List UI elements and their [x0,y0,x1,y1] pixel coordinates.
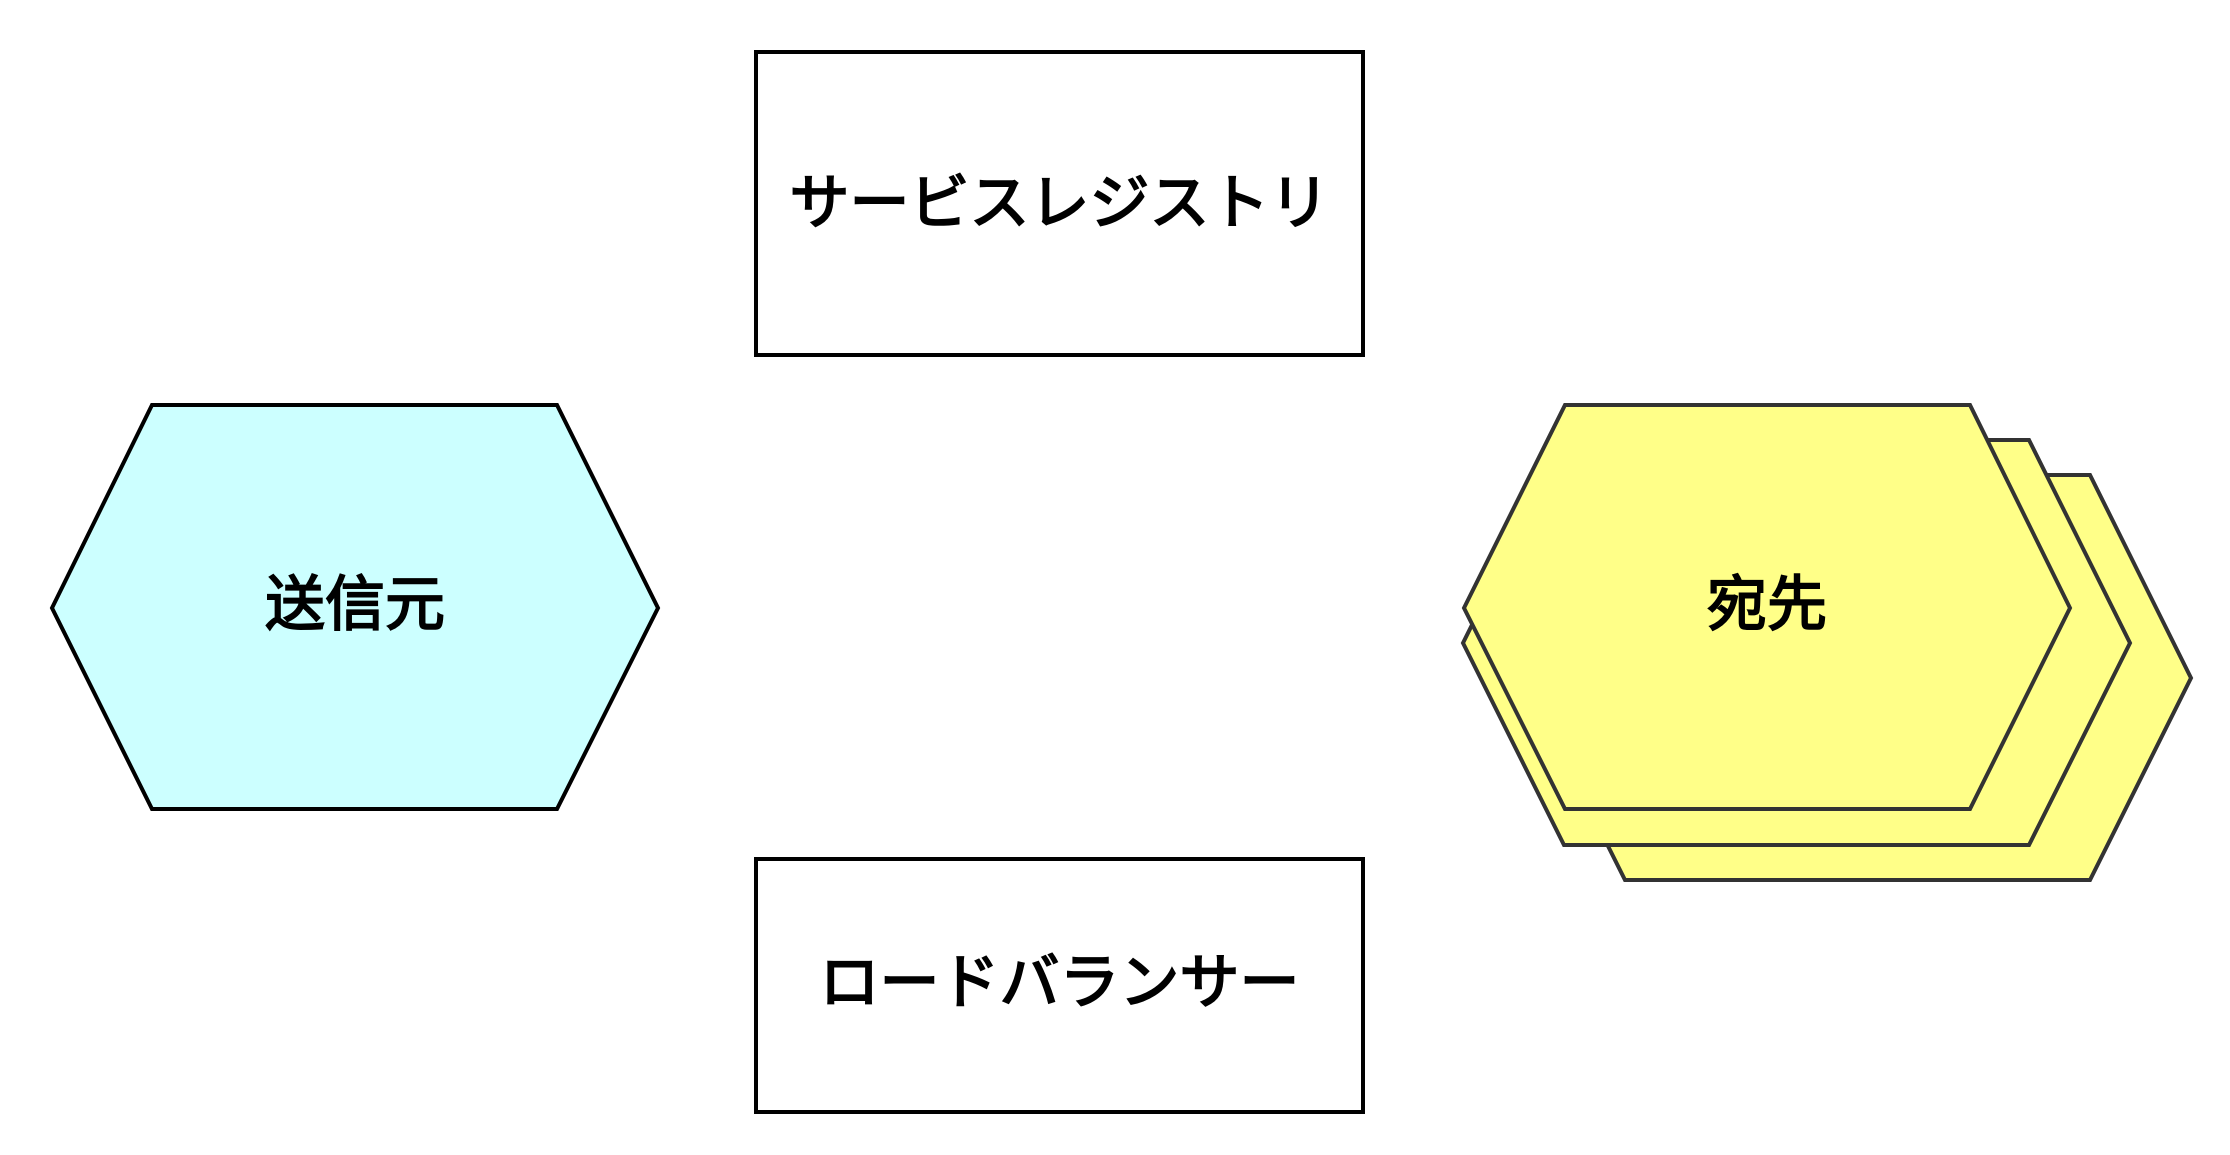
service-registry-box [754,50,1365,357]
load-balancer-box [754,857,1365,1114]
destination-node[interactable]: 宛先 [1460,403,2194,882]
destination-label: 宛先 [1707,570,1827,640]
destination-hexagon-front [1461,403,2073,811]
source-hexagon [49,403,661,811]
service-registry-label: サービスレジストリ [790,169,1330,239]
load-balancer-node[interactable]: ロードバランサー [754,857,1365,1114]
load-balancer-label: ロードバランサー [820,948,1300,1018]
source-label: 送信元 [265,570,445,640]
source-node[interactable]: 送信元 [49,403,661,811]
service-registry-node[interactable]: サービスレジストリ [754,50,1365,357]
